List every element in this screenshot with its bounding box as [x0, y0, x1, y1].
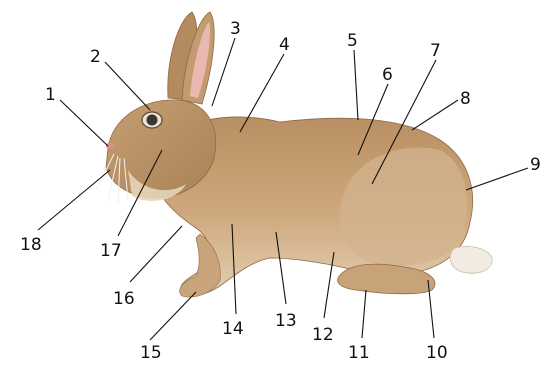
rabbit-tail — [450, 246, 492, 273]
leader-16 — [130, 226, 182, 282]
leader-1 — [60, 100, 108, 146]
leader-3 — [212, 38, 235, 106]
label-5: 5 — [347, 31, 358, 51]
label-7: 7 — [430, 41, 441, 61]
label-4: 4 — [279, 35, 290, 55]
label-17: 17 — [100, 241, 122, 261]
rabbit-nose — [106, 143, 114, 149]
leader-9 — [466, 168, 528, 190]
label-11: 11 — [348, 343, 370, 363]
label-6: 6 — [382, 65, 393, 85]
label-8: 8 — [460, 89, 471, 109]
label-15: 15 — [140, 343, 162, 363]
label-10: 10 — [426, 343, 448, 363]
leader-8 — [412, 100, 458, 130]
label-14: 14 — [222, 319, 244, 339]
label-1: 1 — [45, 85, 56, 105]
leader-5 — [354, 50, 358, 120]
label-16: 16 — [113, 289, 135, 309]
leader-18 — [38, 170, 110, 230]
leader-2 — [105, 62, 150, 110]
leader-11 — [362, 290, 366, 338]
label-9: 9 — [530, 155, 541, 175]
label-12: 12 — [312, 325, 334, 345]
rabbit-pupil — [147, 115, 158, 126]
label-3: 3 — [230, 19, 241, 39]
leader-15 — [150, 292, 196, 340]
label-13: 13 — [275, 311, 297, 331]
label-18: 18 — [20, 235, 42, 255]
label-2: 2 — [90, 47, 101, 67]
